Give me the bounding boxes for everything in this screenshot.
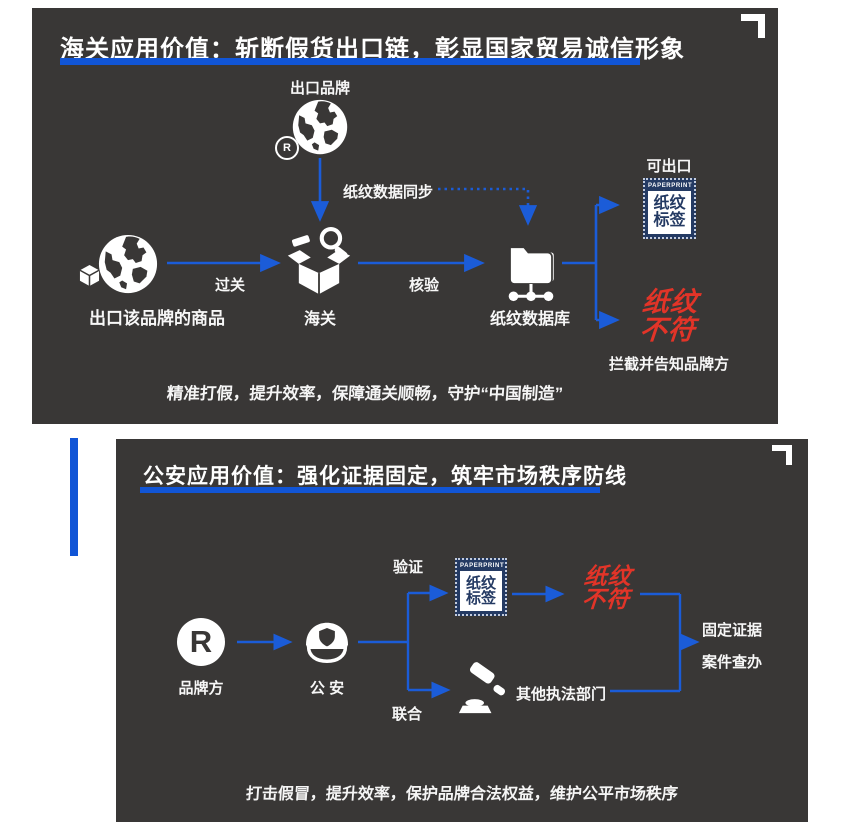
edge-joint-label: 联合 (391, 706, 422, 723)
registered-mark-icon: R (275, 136, 299, 160)
mismatch-line1: 纸纹 (640, 287, 700, 317)
node-brand-label: 品牌方 (178, 680, 224, 697)
globe-icon (98, 234, 158, 294)
node-database-label: 纸纹数据库 (489, 311, 570, 328)
edge-sync-label: 纸纹数据同步 (343, 184, 434, 201)
corner-bracket-icon (772, 445, 792, 465)
node-case-handling-label: 案件查办 (702, 654, 763, 671)
globe-icon (292, 99, 348, 155)
paperprint-stamp: PAPERPRINT 纸纹 标签 (455, 558, 507, 616)
database-folder-icon (508, 246, 554, 302)
slide-customs: 海关应用价值：斩断假货出口链，彰显国家贸易诚信形象 出口品牌 R 纸纹数据同步 (32, 8, 778, 424)
customs-inspection-icon (287, 227, 351, 295)
mismatch-line2: 不符 (638, 314, 698, 345)
edge-pass-label: 过关 (214, 277, 245, 294)
slide1-slogan: 精准打假，提升效率，保障通关顺畅，守护“中国制造” (166, 385, 564, 403)
title-underline (140, 487, 600, 493)
mismatch-line1: 纸纹 (582, 563, 634, 589)
node-fix-evidence-label: 固定证据 (702, 622, 763, 639)
node-export-goods-label: 出口该品牌的商品 (89, 309, 225, 328)
brand-r-logo: R (177, 618, 225, 666)
node-police-label: 公 安 (309, 680, 345, 697)
police-hat-icon (306, 622, 348, 664)
stamp-line1: 纸纹 (653, 195, 686, 213)
slide-police: 公安应用价值：强化证据固定，筑牢市场秩序防线 R 品牌方 公 安 验证 PAPE… (116, 439, 808, 822)
stamp-header: PAPERPRINT (648, 183, 693, 189)
edge-verify-label: 核验 (408, 277, 439, 294)
mismatch-text: 纸纹 不符 (607, 287, 732, 345)
stamp-line2: 标签 (653, 211, 686, 229)
stamp-header: PAPERPRINT (460, 563, 505, 569)
package-icon (79, 265, 100, 286)
paperprint-stamp: PAPERPRINT 纸纹 标签 (643, 178, 696, 239)
stamp-line1: 纸纹 (465, 574, 496, 592)
mismatch-text: 纸纹 不符 (550, 563, 664, 613)
node-exportable-label: 可出口 (646, 158, 692, 175)
gavel-icon (458, 662, 506, 714)
slide2-slogan: 打击假冒，提升效率，保护品牌合法权益，维护公平市场秩序 (245, 786, 679, 803)
node-other-agencies-label: 其他执法部门 (516, 686, 607, 703)
edge-verify-label: 验证 (392, 559, 423, 576)
node-customs-label: 海关 (303, 311, 336, 328)
stamp-line2: 标签 (465, 590, 496, 607)
slide2-title: 公安应用价值：强化证据固定，筑牢市场秩序防线 (143, 465, 627, 488)
title-underline (60, 58, 640, 65)
corner-bracket-icon (741, 14, 765, 38)
node-export-brand-label: 出口品牌 (289, 80, 350, 97)
node-intercept-label: 拦截并告知品牌方 (608, 356, 729, 373)
mismatch-line2: 不符 (580, 586, 632, 613)
accent-sidebar (70, 438, 78, 556)
